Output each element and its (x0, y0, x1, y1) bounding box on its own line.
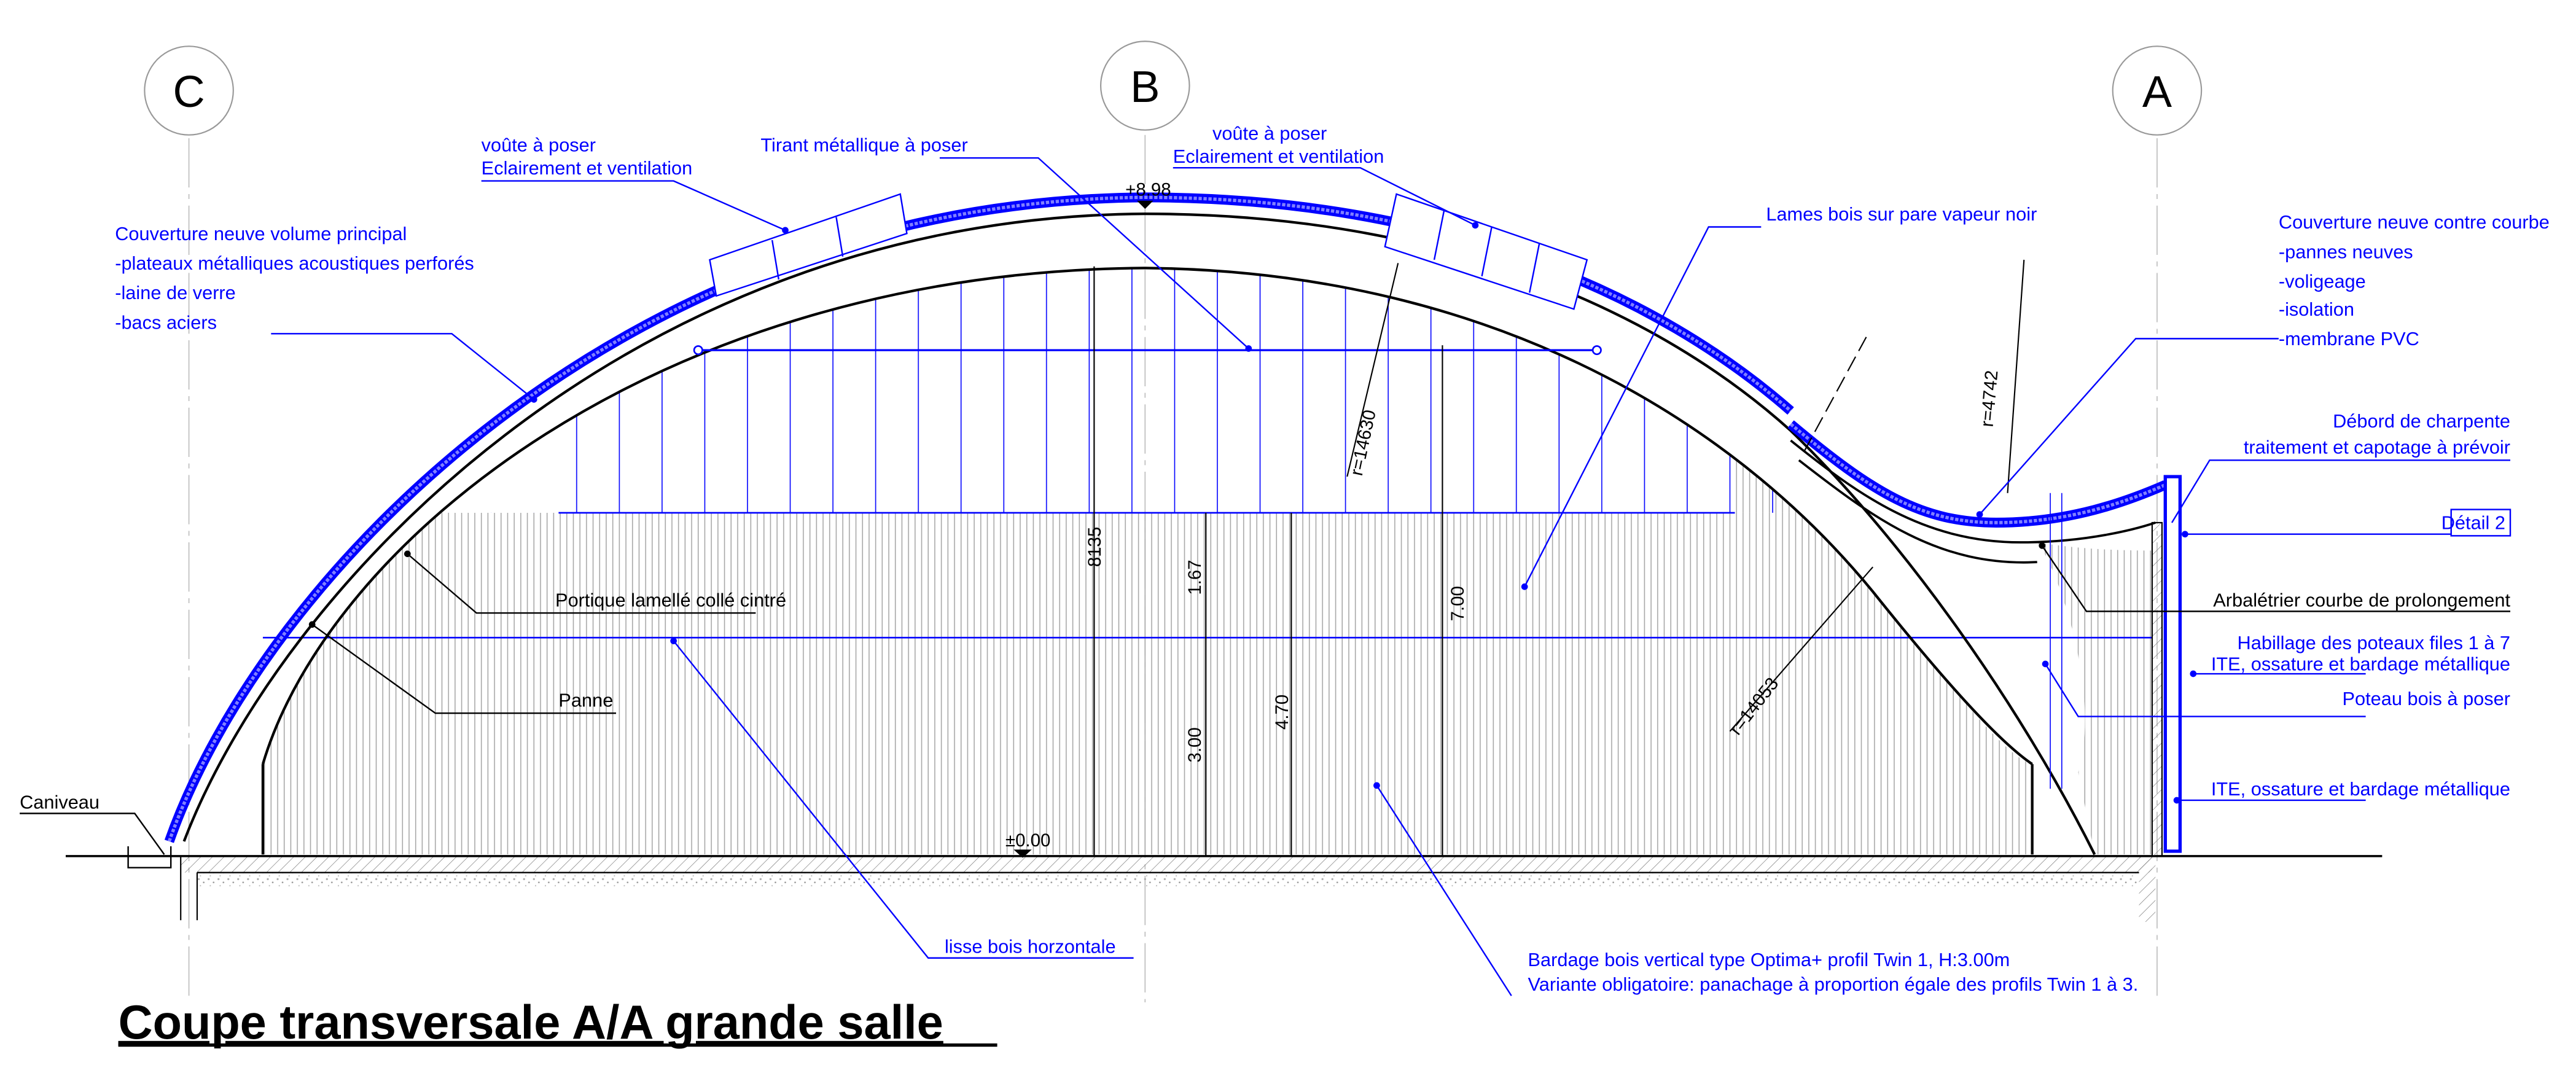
dimension-lines (1093, 259, 2025, 856)
foundation-slab (65, 846, 2383, 922)
svg-text:C: C (173, 68, 205, 117)
label-horizontal-rail: lisse bois horzontale (945, 936, 1116, 958)
svg-text:Couverture neuve volume princi: Couverture neuve volume principal (115, 223, 407, 244)
steel-tie-rod (693, 345, 1602, 356)
label-wood-slats: Lames bois sur pare vapeur noir (1766, 203, 2037, 225)
label-vault-left: voûte à poser (482, 134, 596, 155)
gable-wall (2050, 475, 2182, 857)
label-ite: ITE, ossature et bardage métallique (2211, 778, 2510, 800)
label-glulam-frame: Portique lamellé collé cintré (555, 589, 786, 611)
dim-3-00: 3.00 (1185, 727, 1205, 762)
svg-text:-isolation: -isolation (2279, 298, 2354, 320)
label-gutter: Caniveau (20, 791, 100, 813)
svg-text:+8.98: +8.98 (1125, 180, 1171, 200)
label-cladding-variant: Variante obligatoire: panachage à propor… (1528, 973, 2139, 995)
svg-text:-laine de verre: -laine de verre (115, 282, 236, 303)
dim-8135: 8135 (1085, 527, 1105, 567)
drawing-title: Coupe transversale A/A grande salle (119, 996, 943, 1049)
counter-curve-rafter (1790, 439, 2156, 564)
label-vault-left-sub: Eclairement et ventilation (482, 157, 693, 179)
label-vault-right-sub: Eclairement et ventilation (1173, 146, 1384, 167)
svg-text:Détail 2: Détail 2 (2441, 512, 2505, 534)
axis-marker-a: A (2112, 45, 2203, 136)
label-wood-post: Poteau bois à poser (2342, 688, 2510, 709)
label-curved-rafter: Arbalétrier courbe de prolongement (2213, 589, 2510, 611)
label-vault-right: voûte à poser (1212, 123, 1327, 144)
label-overhang: Débord de charpente (2333, 410, 2510, 432)
radius-4742: r=4742 (1977, 370, 2002, 428)
skylight-left (709, 193, 908, 297)
svg-text:-plateaux métalliques acoustiq: -plateaux métalliques acoustiques perfor… (115, 252, 474, 274)
label-cladding: Bardage bois vertical type Optima+ profi… (1528, 949, 2010, 970)
dim-1-67: 1.67 (1185, 560, 1205, 595)
dim-7-00: 7.00 (1448, 586, 1468, 621)
annotation-leaders (20, 157, 2511, 996)
svg-text:±0.00: ±0.00 (1005, 830, 1050, 851)
dim-4-70: 4.70 (1272, 695, 1292, 730)
axis-marker-b: B (1100, 41, 1190, 131)
label-purlin: Panne (558, 690, 613, 711)
level-top: +8.98 (1125, 180, 1171, 209)
svg-text:B: B (1130, 63, 1160, 112)
svg-text:-bacs aciers: -bacs aciers (115, 311, 217, 333)
label-overhang-sub: traitement et capotage à prévoir (2244, 437, 2510, 458)
axis-marker-c: C (144, 45, 234, 136)
svg-text:-pannes neuves: -pannes neuves (2279, 241, 2413, 262)
detail-2-reference[interactable]: Détail 2 (2441, 509, 2512, 537)
label-column-cladding: Habillage des poteaux files 1 à 7 (2238, 632, 2510, 653)
grid-axes: C B A (144, 41, 2203, 1002)
label-column-cladding-sub: ITE, ossature et bardage métallique (2211, 653, 2510, 675)
label-tie-rod: Tirant métallique à poser (760, 134, 967, 155)
label-counter-roofing: Couverture neuve contre courbe -pannes n… (2279, 211, 2550, 349)
level-ground: ±0.00 (1005, 830, 1050, 858)
svg-text:Couverture neuve contre courbe: Couverture neuve contre courbe (2279, 211, 2550, 233)
glulam-arch (182, 212, 2096, 856)
label-main-roofing: Couverture neuve volume principal -plate… (115, 223, 474, 333)
svg-text:A: A (2142, 68, 2172, 117)
svg-text:-membrane PVC: -membrane PVC (2279, 328, 2419, 349)
skylight-right (1384, 193, 1588, 310)
svg-text:-voligeage: -voligeage (2279, 270, 2366, 292)
wood-cladding (262, 268, 2152, 855)
roof-covering (164, 192, 2168, 843)
